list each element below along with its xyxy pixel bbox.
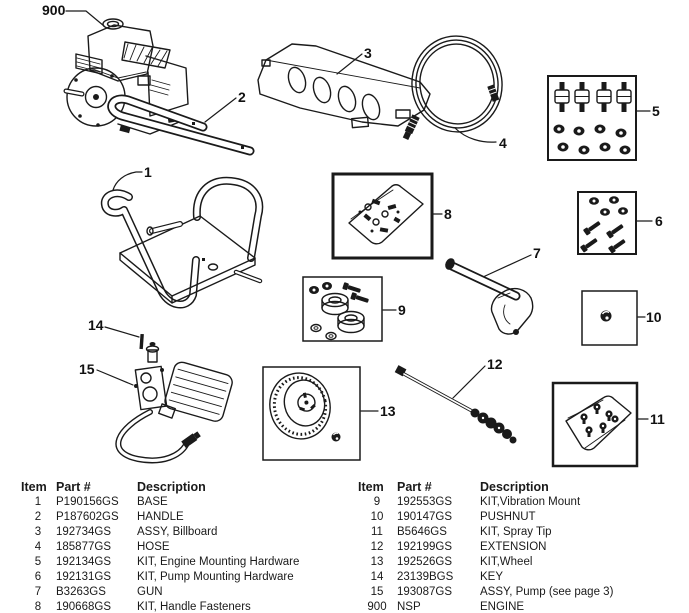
billboard-drawing bbox=[257, 43, 431, 129]
desc-cell: KIT,Vibration Mount bbox=[480, 496, 581, 508]
parts-table-left: Item Part # Description 1 P190156GS BASE… bbox=[20, 479, 352, 613]
callout-handle: 2 bbox=[238, 89, 246, 105]
pump-drawing bbox=[115, 342, 233, 464]
part-cell: 190147GS bbox=[397, 511, 452, 523]
part-cell: 192199GS bbox=[397, 541, 452, 553]
exploded-parts-diagram: 900 1 2 3 4 5 6 7 8 9 10 11 12 13 14 15 bbox=[42, 2, 665, 468]
item-cell: 12 bbox=[370, 541, 384, 553]
item-cell: 15 bbox=[370, 586, 384, 598]
item-cell: 10 bbox=[370, 511, 384, 523]
callout-pump: 15 bbox=[79, 361, 95, 377]
item-cell: 1 bbox=[34, 496, 42, 508]
part-cell: 23139BGS bbox=[397, 571, 454, 583]
column-header-item: Item bbox=[358, 480, 384, 494]
desc-cell: BASE bbox=[137, 496, 168, 508]
desc-cell: KIT, Spray Tip bbox=[480, 526, 552, 538]
gun-drawing bbox=[445, 258, 534, 335]
part-cell: 190668GS bbox=[56, 601, 111, 613]
key-drawing bbox=[139, 333, 144, 350]
part-cell: B3263GS bbox=[56, 586, 106, 598]
item-cell: 14 bbox=[370, 571, 384, 583]
desc-cell: KIT, Handle Fasteners bbox=[137, 601, 251, 613]
pump-mounting-kit-drawing bbox=[577, 191, 637, 255]
desc-cell: KIT, Engine Mounting Hardware bbox=[137, 556, 300, 568]
part-cell: 192131GS bbox=[56, 571, 111, 583]
callout-billboard: 3 bbox=[364, 45, 372, 61]
desc-cell: ENGINE bbox=[480, 601, 525, 613]
part-cell: NSP bbox=[397, 601, 421, 613]
desc-cell: PUSHNUT bbox=[480, 511, 536, 523]
handle-drawing bbox=[107, 94, 255, 156]
callout-extension: 12 bbox=[487, 356, 503, 372]
item-cell: 6 bbox=[34, 571, 42, 583]
spray-tip-kit-drawing bbox=[551, 381, 639, 468]
item-cell: 13 bbox=[370, 556, 384, 568]
part-cell: 185877GS bbox=[56, 541, 111, 553]
item-cell: 4 bbox=[34, 541, 42, 553]
item-cell: 3 bbox=[34, 526, 42, 538]
column-header-description: Description bbox=[137, 480, 206, 494]
callout-handle-fasteners-kit: 8 bbox=[444, 206, 452, 222]
hose-drawing bbox=[402, 35, 503, 141]
desc-cell: ASSY, Pump (see page 3) bbox=[480, 586, 614, 598]
item-cell: 11 bbox=[371, 526, 383, 538]
callout-spray-tip-kit: 11 bbox=[650, 411, 665, 427]
column-header-part: Part # bbox=[56, 480, 91, 494]
item-cell: 5 bbox=[34, 556, 42, 568]
part-cell: 192553GS bbox=[397, 496, 452, 508]
vibration-mount-kit-drawing bbox=[302, 276, 383, 342]
callout-pump-mounting-kit: 6 bbox=[655, 213, 663, 229]
pushnut-drawing bbox=[581, 290, 638, 346]
callout-engine: 900 bbox=[42, 2, 66, 18]
wheel-kit-drawing bbox=[262, 366, 361, 461]
handle-fasteners-kit-drawing bbox=[331, 172, 434, 260]
callout-gun: 7 bbox=[533, 245, 541, 261]
part-cell: 192134GS bbox=[56, 556, 111, 568]
callout-pushnut: 10 bbox=[646, 309, 662, 325]
item-cell: 7 bbox=[34, 586, 42, 598]
item-cell: 2 bbox=[34, 511, 42, 523]
part-cell: 192734GS bbox=[56, 526, 111, 538]
leader-lines bbox=[65, 10, 653, 420]
item-cell: 9 bbox=[373, 496, 381, 508]
callout-engine-mounting-kit: 5 bbox=[652, 103, 660, 119]
engine-mounting-kit-drawing bbox=[547, 75, 637, 161]
column-header-part: Part # bbox=[397, 480, 432, 494]
callout-base: 1 bbox=[144, 164, 152, 180]
desc-cell: KEY bbox=[480, 571, 504, 583]
base-drawing bbox=[100, 176, 264, 309]
desc-cell: EXTENSION bbox=[480, 541, 547, 553]
part-cell: B5646GS bbox=[397, 526, 447, 538]
callout-hose: 4 bbox=[499, 135, 507, 151]
callout-wheel-kit: 13 bbox=[380, 403, 396, 419]
desc-cell: KIT, Pump Mounting Hardware bbox=[137, 571, 294, 583]
part-cell: P190156GS bbox=[56, 496, 119, 508]
item-cell: 8 bbox=[34, 601, 42, 613]
column-header-description: Description bbox=[480, 480, 549, 494]
callout-vibration-mount-kit: 9 bbox=[398, 302, 406, 318]
part-cell: 193087GS bbox=[397, 586, 452, 598]
part-cell: 192526GS bbox=[397, 556, 452, 568]
desc-cell: ASSY, Billboard bbox=[137, 526, 218, 538]
desc-cell: GUN bbox=[137, 586, 163, 598]
desc-cell: HOSE bbox=[137, 541, 170, 553]
desc-cell: KIT,Wheel bbox=[480, 556, 533, 568]
part-cell: P187602GS bbox=[56, 511, 119, 523]
item-cell: 900 bbox=[367, 601, 387, 613]
callout-key: 14 bbox=[88, 317, 104, 333]
parts-line-art bbox=[63, 10, 653, 468]
parts-table-right: Item Part # Description 9 192553GS KIT,V… bbox=[357, 479, 687, 613]
column-header-item: Item bbox=[21, 480, 47, 494]
extension-drawing bbox=[394, 365, 517, 444]
desc-cell: HANDLE bbox=[137, 511, 184, 523]
